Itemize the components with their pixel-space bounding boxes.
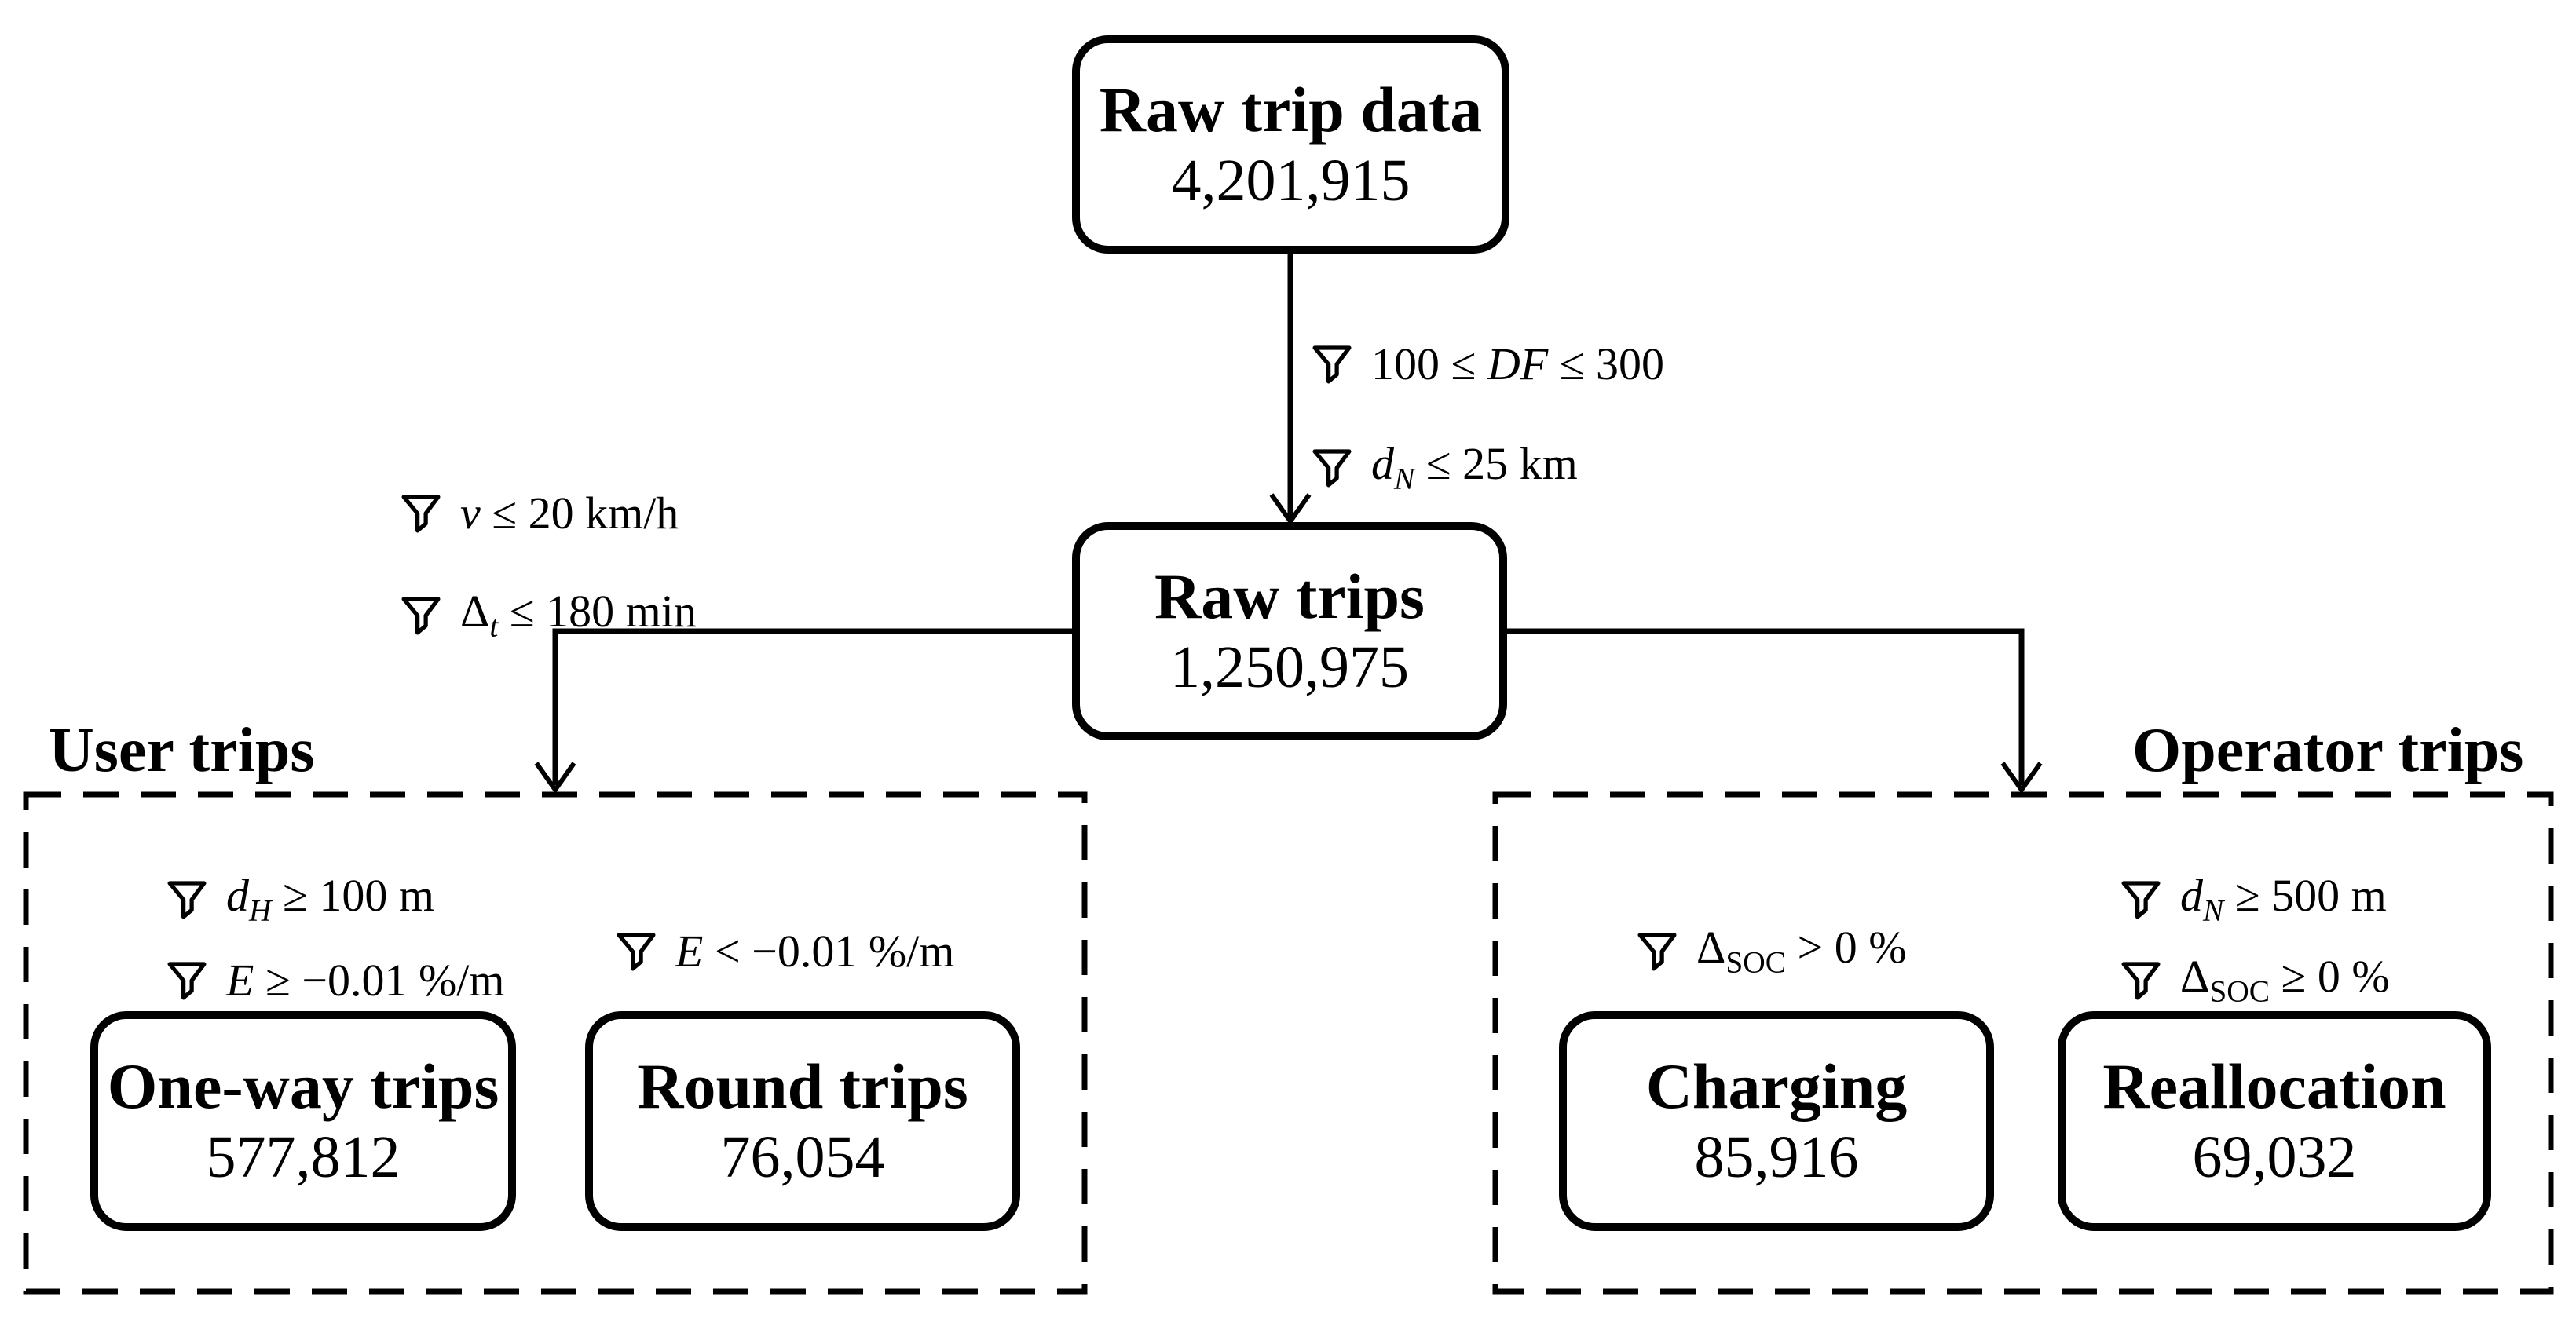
filter-row: E < −0.01 %/m — [614, 917, 954, 986]
filter-row: ΔSOC > 0 % — [1635, 917, 1907, 986]
connector-raw-trips-to-user-trips — [552, 628, 1074, 785]
filter-row: dN ≤ 25 km — [1310, 433, 1578, 502]
user-trips-group-border — [23, 791, 1088, 1295]
filter-condition: dN ≥ 500 m — [2180, 869, 2387, 928]
funnel-icon — [401, 597, 441, 635]
funnel-icon — [401, 495, 441, 533]
node-count: 1,250,975 — [1170, 634, 1409, 701]
node-title: Reallocation — [2102, 1050, 2446, 1123]
funnel-icon — [1312, 449, 1352, 488]
funnel-icon — [2121, 881, 2161, 919]
operator-trips-group-label: Operator trips — [2132, 716, 2524, 785]
funnel-icon — [167, 881, 207, 919]
filter-row: dH ≥ 100 m — [165, 865, 434, 934]
funnel-icon — [1637, 933, 1677, 971]
arrowhead-down-icon — [534, 762, 576, 795]
filter-row: 100 ≤ DF ≤ 300 — [1310, 330, 1664, 399]
filter-condition: Δt ≤ 180 min — [460, 585, 697, 644]
node-count: 76,054 — [720, 1124, 885, 1191]
filter-condition: ΔSOC ≥ 0 % — [2180, 950, 2390, 1009]
funnel-icon — [617, 933, 656, 971]
filter-condition: ΔSOC > 0 % — [1696, 921, 1907, 980]
filter-condition: v ≤ 20 km/h — [460, 488, 679, 539]
user-trips-group-label: User trips — [49, 716, 315, 785]
funnel-icon — [2121, 962, 2161, 1000]
node-count: 85,916 — [1694, 1124, 1859, 1191]
node-title: One-way trips — [107, 1050, 499, 1123]
node-title: Round trips — [637, 1050, 968, 1123]
node-title: Charging — [1645, 1050, 1908, 1123]
node-title: Raw trip data — [1099, 74, 1483, 146]
funnel-icon — [1312, 345, 1352, 384]
funnel-icon — [167, 962, 207, 1000]
node-reallocation: Reallocation 69,032 — [2058, 1011, 2491, 1231]
connector-raw-trips-to-operator-trips — [1506, 628, 2025, 785]
filter-row: dN ≥ 500 m — [2119, 865, 2387, 934]
node-count: 69,032 — [2192, 1124, 2357, 1191]
arrowhead-down-icon — [1269, 493, 1312, 526]
arrowhead-down-icon — [2000, 762, 2043, 795]
node-raw-trip-data: Raw trip data 4,201,915 — [1072, 35, 1509, 254]
filter-condition: 100 ≤ DF ≤ 300 — [1371, 338, 1665, 389]
node-count: 577,812 — [206, 1124, 401, 1191]
node-count: 4,201,915 — [1171, 148, 1411, 214]
filter-row: Δt ≤ 180 min — [399, 581, 697, 650]
node-round-trips: Round trips 76,054 — [585, 1011, 1020, 1231]
node-raw-trips: Raw trips 1,250,975 — [1072, 522, 1507, 740]
node-charging: Charging 85,916 — [1559, 1011, 1994, 1231]
filter-condition: dH ≥ 100 m — [226, 869, 434, 928]
node-title: Raw trips — [1154, 561, 1425, 633]
filter-condition: E ≥ −0.01 %/m — [226, 955, 505, 1006]
filter-row: v ≤ 20 km/h — [399, 479, 679, 548]
operator-trips-group-border — [1492, 791, 2554, 1295]
filter-row: E ≥ −0.01 %/m — [165, 946, 505, 1015]
filter-row: ΔSOC ≥ 0 % — [2119, 946, 2390, 1015]
node-one-way-trips: One-way trips 577,812 — [90, 1011, 516, 1231]
filter-condition: dN ≤ 25 km — [1371, 437, 1578, 496]
filter-condition: E < −0.01 %/m — [675, 926, 955, 977]
